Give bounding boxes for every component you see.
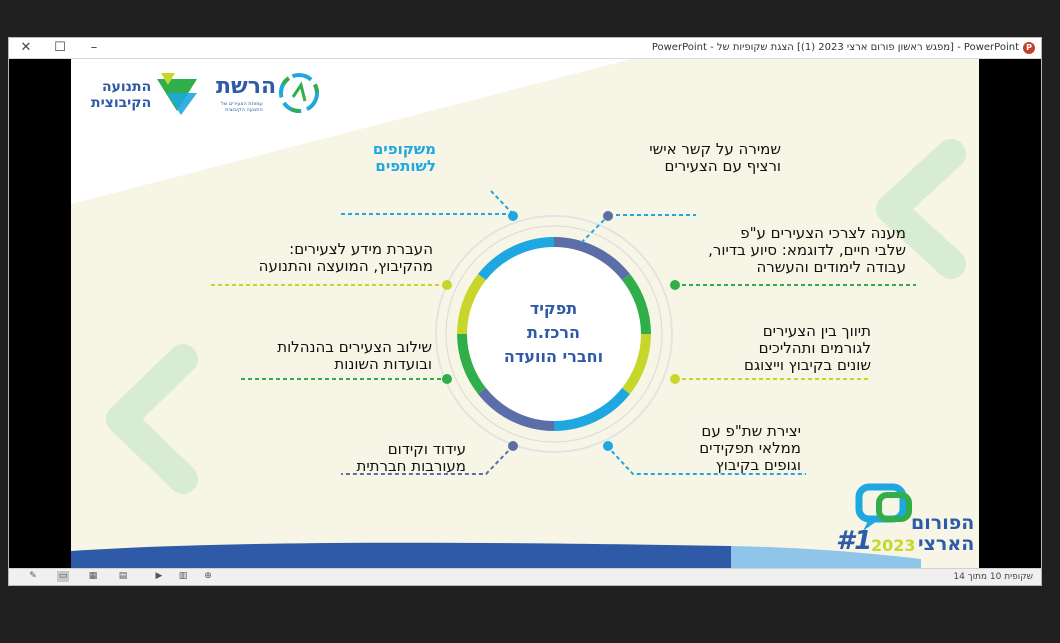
notes-view-icon[interactable]: ▤: [118, 571, 128, 581]
reshet-logo-icon: [279, 73, 319, 113]
chevron-left-decoration: [106, 344, 198, 494]
reshet-logo-subtitle: עמותת הצעירים של התנועה הקיבוצית: [221, 101, 263, 113]
slide[interactable]: התנועה הקיבוצית הרשת עמותת הצעירים של הת…: [71, 59, 979, 569]
kibbutz-movement-logo-text: התנועה הקיבוצית: [91, 79, 152, 111]
item-integration: שילוב הצעירים בהנהלות ובועדות השונות: [277, 338, 432, 373]
connector-dot: [670, 280, 680, 290]
kibbutz-movement-logo-icon: [157, 73, 197, 115]
maximize-button[interactable]: ☐: [54, 40, 66, 55]
ring-segment: [621, 273, 651, 335]
ring-segment: [553, 237, 630, 281]
connector-dot: [670, 374, 680, 384]
segmented-ring: [457, 237, 651, 431]
forum-logo-icon: [855, 483, 912, 531]
ring-segment: [457, 333, 487, 395]
ring-segment: [621, 333, 651, 395]
window-title: PowerPoint - [מפגש ראשון פורום ארצי 2023…: [651, 42, 1019, 53]
forum-logo-text: הפורום הארצי: [911, 512, 975, 555]
minimize-button[interactable]: –: [90, 40, 98, 55]
item-personal-contact: שמירה על קשר אישי ורציף עם הצעירים: [649, 140, 781, 175]
outer-ring: [435, 215, 673, 453]
forum-logo-year: 2023: [871, 536, 916, 555]
connector-dot: [442, 280, 452, 290]
connector-dot: [442, 374, 452, 384]
powerpoint-window: ✕ ☐ – PowerPoint - [מפגש ראשון פורום ארצ…: [8, 37, 1042, 586]
chevron-right-decoration: [876, 139, 966, 279]
connector-line: [606, 445, 806, 475]
reading-view-icon[interactable]: ▥: [178, 571, 188, 581]
close-button[interactable]: ✕: [20, 40, 32, 55]
pen-icon[interactable]: ✎: [29, 571, 37, 581]
item-social-involvement: עידוד וקידום מעורבות חברתית: [356, 440, 466, 475]
ring-segment: [478, 237, 555, 281]
outer-ring-inner: [445, 225, 663, 443]
title-bar: ✕ ☐ – PowerPoint - [מפגש ראשון פורום ארצ…: [9, 38, 1041, 59]
slide-graphics: [71, 59, 966, 569]
slideshow-stage: התנועה הקיבוצית הרשת עמותת הצעירים של הת…: [9, 59, 1041, 569]
ring-segment: [457, 273, 487, 335]
zoom-icon[interactable]: ⊕: [204, 571, 212, 581]
ring-segment: [553, 387, 630, 431]
status-bar: ✎ ▭ ▦ ▤ ▶ ▥ ⊕ שקופית 10 מתוך 14: [9, 568, 1041, 585]
item-information-transfer: העברת מידע לצעירים: מהקיבוץ, המועצה והתנ…: [258, 240, 433, 275]
item-mediation: תיווך בין הצעירים לגורמים ותהליכים שונים…: [743, 322, 871, 374]
center-title: תפקיד הרכז.ת וחברי הוועדה: [503, 299, 604, 366]
background-wedge: [71, 59, 631, 204]
item-cooperation: יצירת שת"פ עם ממלאי תפקידים וגופים בקיבו…: [699, 422, 801, 474]
connector-dot: [508, 441, 518, 451]
connector-dot: [603, 211, 613, 221]
item-needs-response: מענה לצרכי הצעירים ע"פ שלבי חיים, לדוגמא…: [708, 224, 906, 276]
reshet-logo-text: הרשת: [216, 74, 277, 99]
connector-line: [341, 190, 514, 215]
connector-dot: [508, 211, 518, 221]
powerpoint-app-icon: P: [1023, 42, 1035, 54]
forum-logo-number: #1: [836, 526, 873, 556]
slide-counter: שקופית 10 מתוך 14: [953, 572, 1033, 582]
normal-view-icon[interactable]: ▭: [57, 571, 69, 582]
slide-sorter-icon[interactable]: ▦: [88, 571, 98, 581]
highlight-partners-text: משקופים לשותפים: [372, 140, 436, 175]
connector-line: [580, 214, 696, 244]
slideshow-play-icon[interactable]: ▶: [155, 571, 163, 581]
ring-segment: [478, 387, 555, 431]
bottom-swoosh: [71, 542, 731, 569]
bottom-swoosh-light: [731, 546, 921, 569]
connector-line: [341, 445, 514, 475]
connector-dot: [603, 441, 613, 451]
